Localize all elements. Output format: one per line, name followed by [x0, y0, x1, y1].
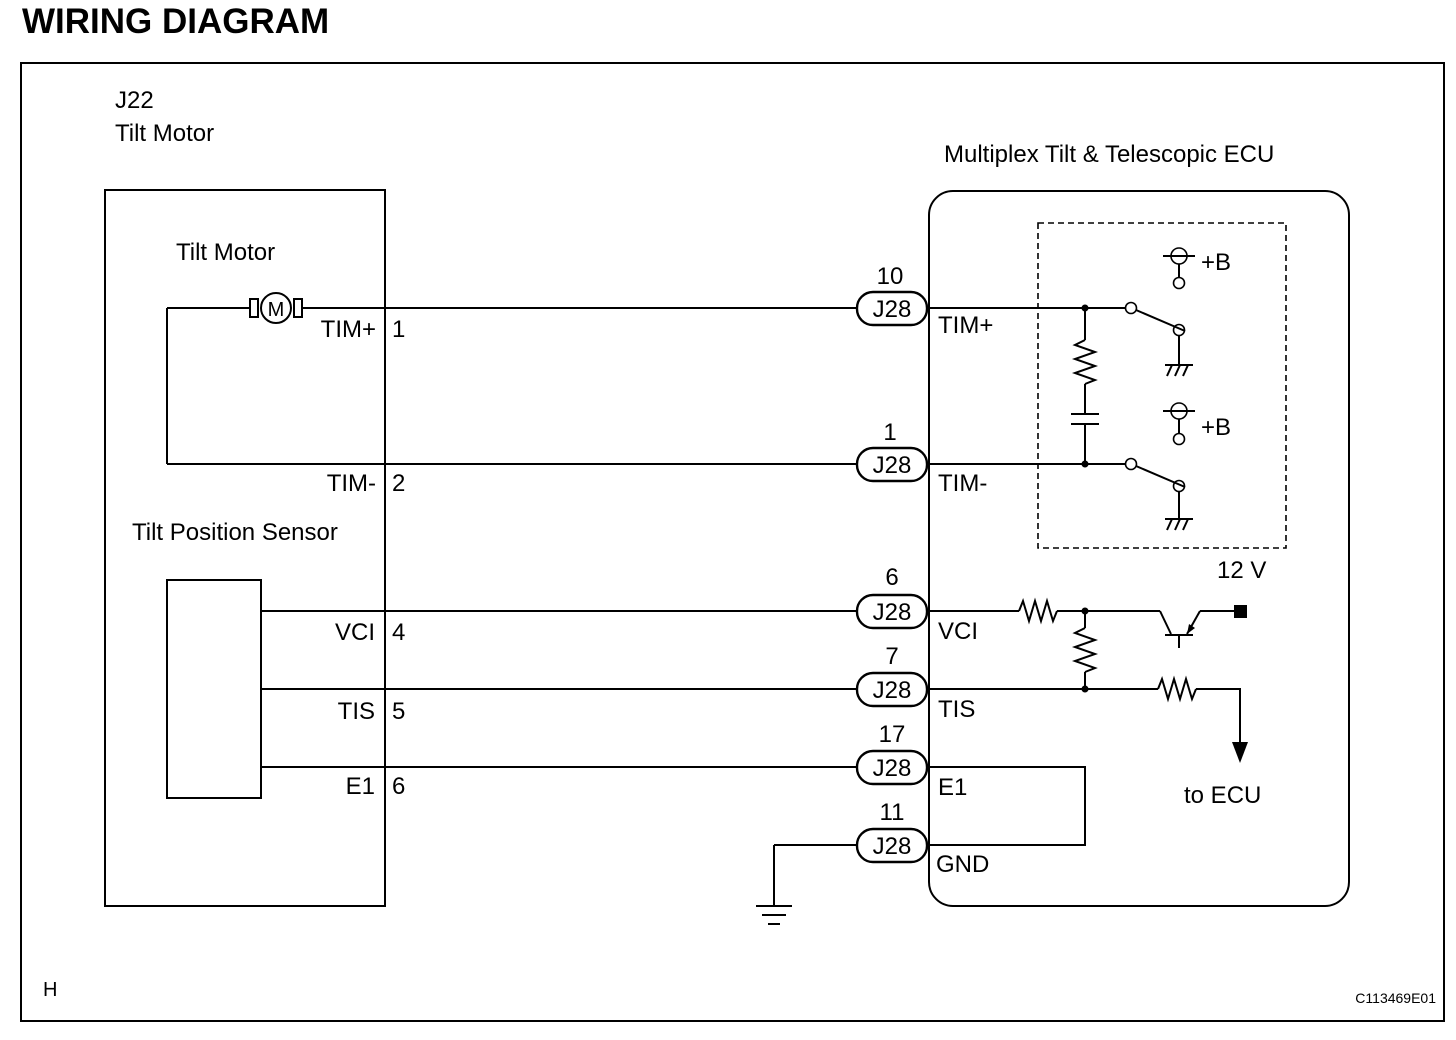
j22-pin-6: 6	[392, 773, 405, 800]
j28-pin-6: 6	[885, 564, 898, 591]
ecu-name: Multiplex Tilt & Telescopic ECU	[944, 141, 1274, 168]
sensor-label: Tilt Position Sensor	[132, 519, 338, 546]
ground-icon	[756, 905, 792, 925]
j22-pin-2: 2	[392, 470, 405, 497]
plus-b-terminal-icon	[1163, 402, 1195, 433]
ecu-terminal-tis: TIS	[938, 696, 975, 723]
j22-pin-4: 4	[392, 619, 405, 646]
ecu-terminal-vci: VCI	[938, 618, 978, 645]
page-title: WIRING DIAGRAM	[22, 2, 330, 41]
supply-terminal-icon	[1234, 605, 1247, 618]
resistor-icon	[1018, 597, 1058, 625]
resistor-icon	[1071, 308, 1099, 414]
connector-label: J28	[873, 755, 912, 782]
voltage-label: 12 V	[1217, 557, 1266, 584]
relay-switch-lower	[1124, 432, 1193, 531]
connector-label: J28	[873, 833, 912, 860]
diagram-frame	[20, 62, 1445, 1022]
plus-b-terminal-icon	[1163, 247, 1195, 277]
junction-dot	[1081, 685, 1089, 693]
to-ecu-label: to ECU	[1184, 782, 1261, 809]
j22-signal-e1: E1	[346, 773, 375, 800]
j28-pin-1: 1	[883, 419, 896, 446]
motor-icon: M	[167, 292, 303, 324]
corner-letter: H	[43, 979, 57, 1001]
j28-pin-17: 17	[879, 721, 906, 748]
ecu-terminal-gnd: GND	[936, 851, 989, 878]
supply-label-lower: +B	[1201, 414, 1231, 441]
j22-signal-tis: TIS	[338, 698, 375, 725]
j22-block	[104, 189, 386, 907]
j22-pin-1: 1	[392, 316, 405, 343]
j22-name: Tilt Motor	[115, 120, 214, 147]
j28-pin-10: 10	[877, 263, 904, 290]
resistor-icon	[1071, 611, 1099, 689]
resistor-icon	[1157, 675, 1197, 703]
figure-code: C113469E01	[1355, 990, 1436, 1006]
arrow-down-icon	[1232, 742, 1248, 763]
j22-signal-tim-minus: TIM-	[327, 470, 376, 497]
j22-code: J22	[115, 87, 154, 114]
ecu-terminal-tim-plus: TIM+	[938, 312, 993, 339]
j22-signal-vci: VCI	[335, 619, 375, 646]
supply-label-upper: +B	[1201, 249, 1231, 276]
j22-signal-tim-plus: TIM+	[321, 316, 376, 343]
capacitor-icon	[1071, 413, 1099, 464]
connector-j28-1: J28 1	[855, 419, 929, 483]
connector-label: J28	[873, 452, 912, 479]
ecu-terminal-tim-minus: TIM-	[938, 470, 987, 497]
driver-circuit-box	[1037, 222, 1287, 549]
ecu-terminal-e1: E1	[938, 774, 967, 801]
ecu-block	[928, 190, 1350, 907]
j22-pin-5: 5	[392, 698, 405, 725]
relay-switch-upper	[1124, 276, 1193, 377]
sensor-block	[166, 579, 262, 799]
motor-symbol: M	[268, 299, 285, 321]
connector-j28-6: J28 6	[855, 564, 929, 630]
connector-j28-10: J28 10	[855, 263, 929, 327]
connector-j28-17: J28 17	[855, 721, 929, 786]
j28-pin-7: 7	[885, 643, 898, 670]
connector-label: J28	[873, 677, 912, 704]
connector-label: J28	[873, 296, 912, 323]
connector-j28-11: J28 11	[855, 799, 929, 864]
j28-pin-11: 11	[880, 799, 905, 826]
connector-label: J28	[873, 599, 912, 626]
motor-label: Tilt Motor	[176, 239, 275, 266]
connector-j28-7: J28 7	[855, 643, 929, 708]
transistor-icon	[1159, 610, 1240, 648]
